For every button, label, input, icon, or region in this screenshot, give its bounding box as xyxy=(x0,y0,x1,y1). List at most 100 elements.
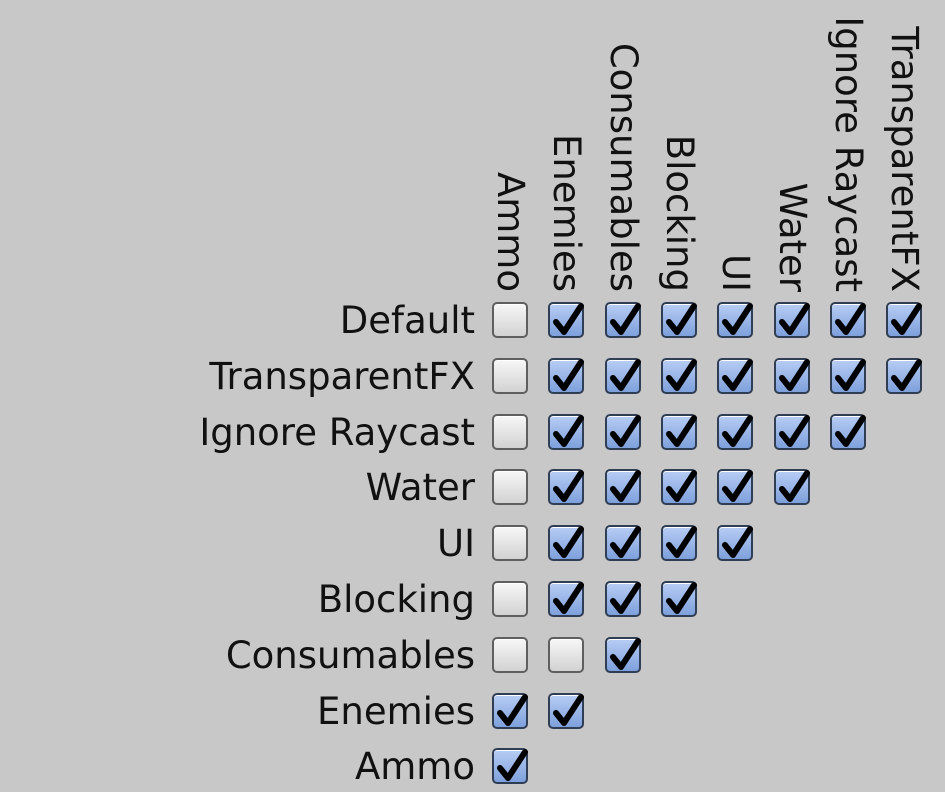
checkmark-icon xyxy=(497,749,528,782)
collision-checkbox-transparentfx-enemies[interactable] xyxy=(548,357,585,394)
collision-checkbox-default-ammo[interactable] xyxy=(492,302,528,338)
collision-checkbox-ignore-raycast-ui[interactable] xyxy=(717,413,754,450)
checkmark-icon xyxy=(665,526,697,559)
collision-checkbox-transparentfx-ammo[interactable] xyxy=(492,357,528,394)
collision-checkbox-default-blocking[interactable] xyxy=(660,302,697,338)
checkmark-icon xyxy=(553,582,585,614)
collision-checkbox-water-enemies[interactable] xyxy=(548,469,585,506)
checkmark-icon xyxy=(553,470,585,503)
collision-checkbox-blocking-blocking[interactable] xyxy=(660,581,697,617)
collision-checkbox-transparentfx-ui[interactable] xyxy=(717,357,754,394)
checkmark-icon xyxy=(834,303,866,335)
column-header-label: Water xyxy=(770,182,814,292)
column-header-ammo: Ammo xyxy=(487,12,533,292)
collision-checkbox-transparentfx-consumables[interactable] xyxy=(604,357,641,394)
collision-checkbox-transparentfx-ignore-raycast[interactable] xyxy=(829,357,866,394)
row-label-consumables: Consumables xyxy=(225,633,475,677)
collision-checkbox-consumables-ammo[interactable] xyxy=(492,636,528,673)
checkmark-icon xyxy=(778,303,810,335)
row-label-blocking: Blocking xyxy=(317,578,475,621)
collision-checkbox-ammo-ammo[interactable] xyxy=(492,748,528,785)
collision-checkbox-ui-ammo[interactable] xyxy=(492,525,528,562)
collision-checkbox-ignore-raycast-water[interactable] xyxy=(773,413,810,450)
collision-checkbox-water-consumables[interactable] xyxy=(604,469,641,506)
checkmark-icon xyxy=(553,358,585,391)
checkmark-icon xyxy=(722,526,754,559)
checkmark-icon xyxy=(609,470,641,503)
collision-checkbox-enemies-ammo[interactable] xyxy=(492,692,528,729)
column-header-label: Ignore Raycast xyxy=(826,16,870,292)
checkmark-icon xyxy=(778,470,810,503)
checkmark-icon xyxy=(891,358,923,391)
collision-checkbox-ignore-raycast-blocking[interactable] xyxy=(660,413,697,450)
checkmark-icon xyxy=(891,303,923,335)
checkmark-icon xyxy=(553,303,585,335)
collision-checkbox-blocking-consumables[interactable] xyxy=(604,581,641,617)
checkmark-icon xyxy=(553,414,585,447)
column-header-blocking: Blocking xyxy=(656,12,702,292)
checkmark-icon xyxy=(609,637,641,670)
collision-checkbox-default-enemies[interactable] xyxy=(548,302,585,338)
checkmark-icon xyxy=(722,358,754,391)
collision-checkbox-enemies-enemies[interactable] xyxy=(548,692,585,729)
collision-checkbox-ignore-raycast-consumables[interactable] xyxy=(604,413,641,450)
collision-checkbox-ui-blocking[interactable] xyxy=(660,525,697,562)
checkmark-icon xyxy=(609,526,641,559)
checkmark-icon xyxy=(665,303,697,335)
column-header-label: Consumables xyxy=(601,42,645,292)
collision-checkbox-ui-ui[interactable] xyxy=(717,525,754,562)
row-label-transparentfx: TransparentFX xyxy=(209,354,475,398)
collision-checkbox-default-water[interactable] xyxy=(773,302,810,338)
checkmark-icon xyxy=(722,470,754,503)
collision-checkbox-transparentfx-transparentfx[interactable] xyxy=(886,357,923,394)
collision-checkbox-ui-consumables[interactable] xyxy=(604,525,641,562)
collision-checkbox-water-water[interactable] xyxy=(773,469,810,506)
collision-checkbox-transparentfx-water[interactable] xyxy=(773,357,810,394)
row-label-ammo: Ammo xyxy=(354,745,475,789)
checkmark-icon xyxy=(778,414,810,447)
collision-checkbox-water-ammo[interactable] xyxy=(492,469,528,506)
collision-checkbox-ignore-raycast-ammo[interactable] xyxy=(492,413,528,450)
checkmark-icon xyxy=(497,693,528,726)
checkmark-icon xyxy=(609,303,641,335)
collision-checkbox-water-blocking[interactable] xyxy=(660,469,697,506)
collision-checkbox-default-transparentfx[interactable] xyxy=(886,302,923,338)
collision-checkbox-consumables-enemies[interactable] xyxy=(548,636,585,673)
collision-checkbox-ui-enemies[interactable] xyxy=(548,525,585,562)
checkmark-icon xyxy=(665,414,697,447)
column-header-label: Blocking xyxy=(657,134,701,292)
checkmark-icon xyxy=(665,358,697,391)
column-header-label: Ammo xyxy=(489,171,532,292)
collision-checkbox-blocking-ammo[interactable] xyxy=(492,581,528,617)
collision-checkbox-default-consumables[interactable] xyxy=(604,302,641,338)
checkmark-icon xyxy=(553,693,585,726)
row-label-ignore-raycast: Ignore Raycast xyxy=(199,410,475,454)
row-label-water: Water xyxy=(365,466,475,510)
checkmark-icon xyxy=(609,582,641,614)
checkmark-icon xyxy=(834,358,866,391)
row-label-default: Default xyxy=(339,299,475,342)
checkmark-icon xyxy=(722,414,754,447)
checkmark-icon xyxy=(834,414,866,447)
column-header-enemies: Enemies xyxy=(543,12,589,292)
collision-checkbox-default-ignore-raycast[interactable] xyxy=(829,302,866,338)
collision-checkbox-ignore-raycast-ignore-raycast[interactable] xyxy=(829,413,866,450)
checkmark-icon xyxy=(609,414,641,447)
column-header-label: TransparentFX xyxy=(883,26,927,292)
column-header-water: Water xyxy=(769,12,815,292)
column-header-label: UI xyxy=(714,254,758,292)
collision-checkbox-ignore-raycast-enemies[interactable] xyxy=(548,413,585,450)
column-header-ignore-raycast: Ignore Raycast xyxy=(825,12,871,292)
column-header-consumables: Consumables xyxy=(600,12,646,292)
collision-checkbox-default-ui[interactable] xyxy=(717,302,754,338)
column-header-transparentfx: TransparentFX xyxy=(881,12,927,292)
checkmark-icon xyxy=(665,470,697,503)
checkmark-icon xyxy=(609,358,641,391)
row-label-ui: UI xyxy=(437,522,475,566)
checkmark-icon xyxy=(553,526,585,559)
collision-checkbox-consumables-consumables[interactable] xyxy=(604,636,641,673)
collision-checkbox-water-ui[interactable] xyxy=(717,469,754,506)
collision-checkbox-transparentfx-blocking[interactable] xyxy=(660,357,697,394)
collision-checkbox-blocking-enemies[interactable] xyxy=(548,581,585,617)
